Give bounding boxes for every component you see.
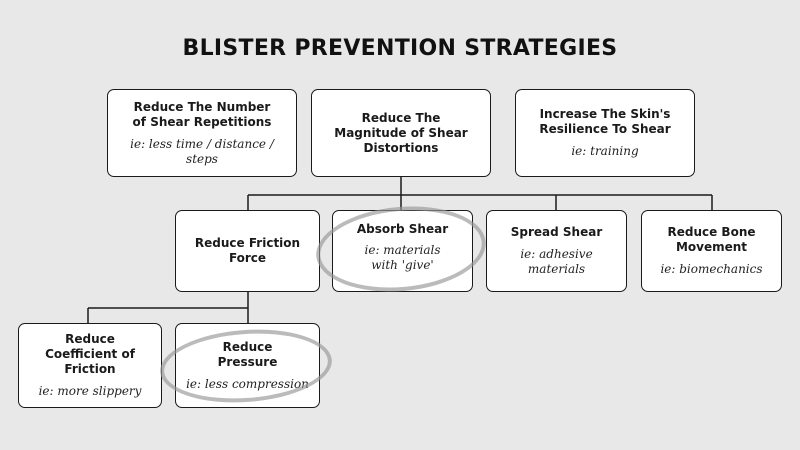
node-label: Reduce Pressure [217, 339, 278, 369]
node-example: ie: training [571, 144, 639, 158]
node-example: ie: less time / distance / steps [130, 136, 274, 166]
node-reduce-coefficient-friction: Reduce Coefficient of Friction ie: more … [18, 323, 162, 408]
node-label: Absorb Shear [356, 222, 449, 236]
node-reduce-shear-magnitude: Reduce The Magnitude of Shear Distortion… [311, 89, 491, 177]
node-reduce-bone-movement: Reduce Bone Movement ie: biomechanics [641, 210, 782, 292]
node-reduce-friction-force: Reduce Friction Force [175, 210, 320, 292]
node-label: Spread Shear [510, 225, 603, 239]
node-example: ie: materials with 'give' [364, 243, 441, 272]
node-reduce-shear-repetitions: Reduce The Number of Shear Repetitions i… [107, 89, 297, 177]
node-label: Increase The Skin's Resilience To Shear [539, 107, 671, 136]
node-absorb-shear: Absorb Shear ie: materials with 'give' [332, 210, 473, 292]
node-label: Reduce Coefficient of Friction [45, 332, 135, 376]
node-reduce-pressure: Reduce Pressure ie: less compression [175, 323, 320, 408]
node-label: Reduce Friction Force [194, 236, 301, 265]
node-label: Reduce Bone Movement [667, 225, 756, 254]
node-label: Reduce The Magnitude of Shear Distortion… [334, 110, 468, 155]
node-increase-skin-resilience: Increase The Skin's Resilience To Shear … [515, 89, 695, 177]
diagram-title: BLISTER PREVENTION STRATEGIES [182, 36, 618, 61]
node-example: ie: adhesive materials [520, 247, 593, 276]
node-label: Reduce The Number of Shear Repetitions [132, 99, 272, 129]
node-example: ie: more slippery [38, 384, 142, 398]
node-example: ie: biomechanics [660, 262, 763, 276]
node-example: ie: less compression [186, 376, 309, 391]
node-spread-shear: Spread Shear ie: adhesive materials [486, 210, 627, 292]
